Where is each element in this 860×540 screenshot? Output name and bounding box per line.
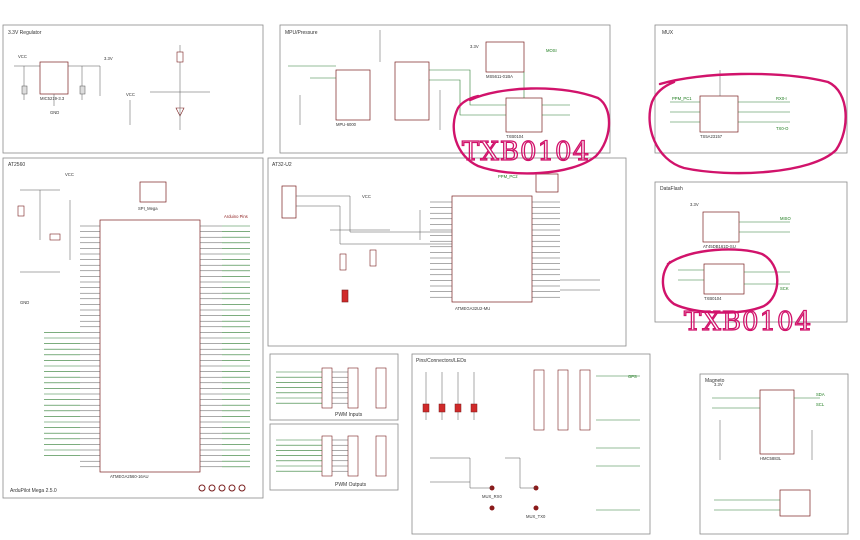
annotation-top: TXB0104 [462, 137, 590, 167]
mega-gnd-label: GND [20, 300, 29, 305]
u2-chip-label: ATMEGA32U2-MU [455, 306, 490, 311]
pins-gps-label: GPS [628, 374, 637, 379]
regulator-frame [2, 24, 264, 154]
mux-chip-label: TS5A23157 [700, 134, 723, 139]
reg-vcc-label: VCC [18, 54, 27, 59]
mux-tx0-label: MUX_TX0 [526, 514, 546, 519]
mpu-chip [335, 69, 371, 121]
at32u2-section: ATMEGA32U2-MU PPM_PC2 VCC [281, 173, 600, 311]
arduino-pins-title: Arduino Pins [224, 214, 248, 219]
pressure-chip [485, 41, 525, 73]
u2-header [535, 173, 559, 193]
mpu-frame [279, 24, 611, 154]
section-titles: 3.3V Regulator MPU/Pressure MUX AT2560 A… [8, 30, 725, 494]
circle-bottom-txb [661, 248, 779, 314]
mag-chip-label: HMC5883L [760, 456, 782, 461]
footer-title: ArduPilot Mega 2.5.0 [10, 488, 57, 494]
mpu-chip-label: MPU-6000 [336, 122, 357, 127]
spi-header [139, 181, 167, 203]
spi-header-label: SPI_Mega [138, 206, 158, 211]
mag-33v-label: 3.3V [714, 382, 723, 387]
mux-ppm-pc1: PPM_PC1 [672, 96, 692, 101]
flash-33v-label: 3.3V [690, 202, 699, 207]
u2-vcc-label: VCC [362, 194, 371, 199]
txb-top-chip [505, 97, 543, 133]
pwm-inputs-title: PWM Inputs [335, 412, 363, 418]
pwm-out-header-1 [321, 435, 333, 477]
pins-header-2 [557, 369, 569, 431]
atmega-frame [2, 157, 264, 499]
annotation-bottom: TXB0104 [684, 307, 812, 337]
pins-frame [411, 353, 651, 535]
mux-title: MUX [662, 30, 674, 36]
flash-sck: SCK [780, 286, 789, 291]
pwm-out-header-3 [375, 435, 387, 477]
mux-tx0: TX0-O [776, 126, 789, 131]
reg-vcc-label-2: VCC [126, 92, 135, 97]
atmega-section: ATMEGA2560-16AU SPI_Mega VCC GND [17, 172, 250, 492]
magneto-frame [699, 373, 849, 535]
pins-header-1 [533, 369, 545, 431]
regulator-chip [39, 61, 69, 95]
reg-gnd-label: GND [50, 110, 59, 115]
txb-bottom-chip [703, 263, 745, 295]
atmega-title: AT2560 [8, 162, 25, 168]
u2-chip [451, 195, 533, 303]
flash-chip-label: AT45DB161D-SU [703, 244, 736, 249]
usb-connector [281, 185, 297, 219]
mag-chip [759, 389, 795, 455]
at32u2-title: AT32-U2 [272, 162, 292, 168]
flash-chip [702, 211, 740, 243]
regulator-title: 3.3V Regulator [8, 30, 42, 36]
mpu-33v-label: 3.3V [470, 44, 479, 49]
pins-title: Pins/Connectors/LEDs [416, 358, 467, 364]
section-frames [2, 24, 849, 535]
reg-33v-label: 3.3V [104, 56, 113, 61]
circle-mux [648, 72, 847, 175]
pwm-in-header-1 [321, 367, 333, 409]
pins-header-3 [579, 369, 591, 431]
mpu-section: MPU-6000 MS5611-01BA TXB0104 MOSI 3.3V [288, 30, 570, 139]
mpu-label-spi: MOSI [546, 48, 557, 53]
pressure-chip-label: MS5611-01BA [486, 74, 513, 79]
dataflash-title: DataFlash [660, 186, 683, 192]
mux-rx0-label: MUX_RX0 [482, 494, 502, 499]
mux-frame [654, 24, 848, 154]
u2-ppm-pc2: PPM_PC2 [498, 174, 518, 179]
mega-vcc-label: VCC [65, 172, 74, 177]
magneto-section: HMC5883L SDA SCL 3.3V [712, 382, 825, 517]
mux-section: TS5A23157 PPM_PC1 RX0-I TX0-O [670, 70, 790, 139]
magneto-title: Magneto [705, 378, 725, 384]
regulator-section: MIC5219-3.3 VCC 3.3V GND VCC [14, 45, 210, 130]
handwritten-annotations: TXB0104 TXB0104 [452, 72, 847, 338]
dataflash-section: AT45DB161D-SU TXB0104 MISO SCK 3.3V [678, 202, 791, 301]
mag-scl: SCL [816, 402, 825, 407]
regulator-chip-label: MIC5219-3.3 [40, 96, 65, 101]
mux-chip [699, 95, 739, 133]
mag-chip-2 [779, 489, 811, 517]
mounting-holes [198, 484, 246, 492]
pwm-outputs-frame [269, 423, 399, 491]
circle-top-txb [452, 87, 611, 175]
atmega-chip-label: ATMEGA2560-16AU [110, 474, 149, 479]
pwm-inputs-frame [269, 353, 399, 421]
pwm-in-header-3 [375, 367, 387, 409]
pwm-out-header-2 [347, 435, 359, 477]
pins-section: MUX_RX0 MUX_TX0 GPS [422, 369, 640, 519]
mpu-title: MPU/Pressure [285, 30, 318, 36]
flash-miso: MISO [780, 216, 791, 221]
txb-top-chip-label: TXB0104 [506, 134, 524, 139]
atmega-chip [99, 219, 201, 473]
mux-rx0: RX0-I [776, 96, 787, 101]
pwm-in-header-2 [347, 367, 359, 409]
dataflash-frame [654, 181, 848, 323]
pwm-section [276, 367, 387, 477]
at32u2-frame [267, 157, 627, 347]
mpu-chip-2 [394, 61, 430, 121]
txb-bottom-chip-label: TXB0104 [704, 296, 722, 301]
pwm-outputs-title: PWM Outputs [335, 482, 367, 488]
mag-sda: SDA [816, 392, 825, 397]
